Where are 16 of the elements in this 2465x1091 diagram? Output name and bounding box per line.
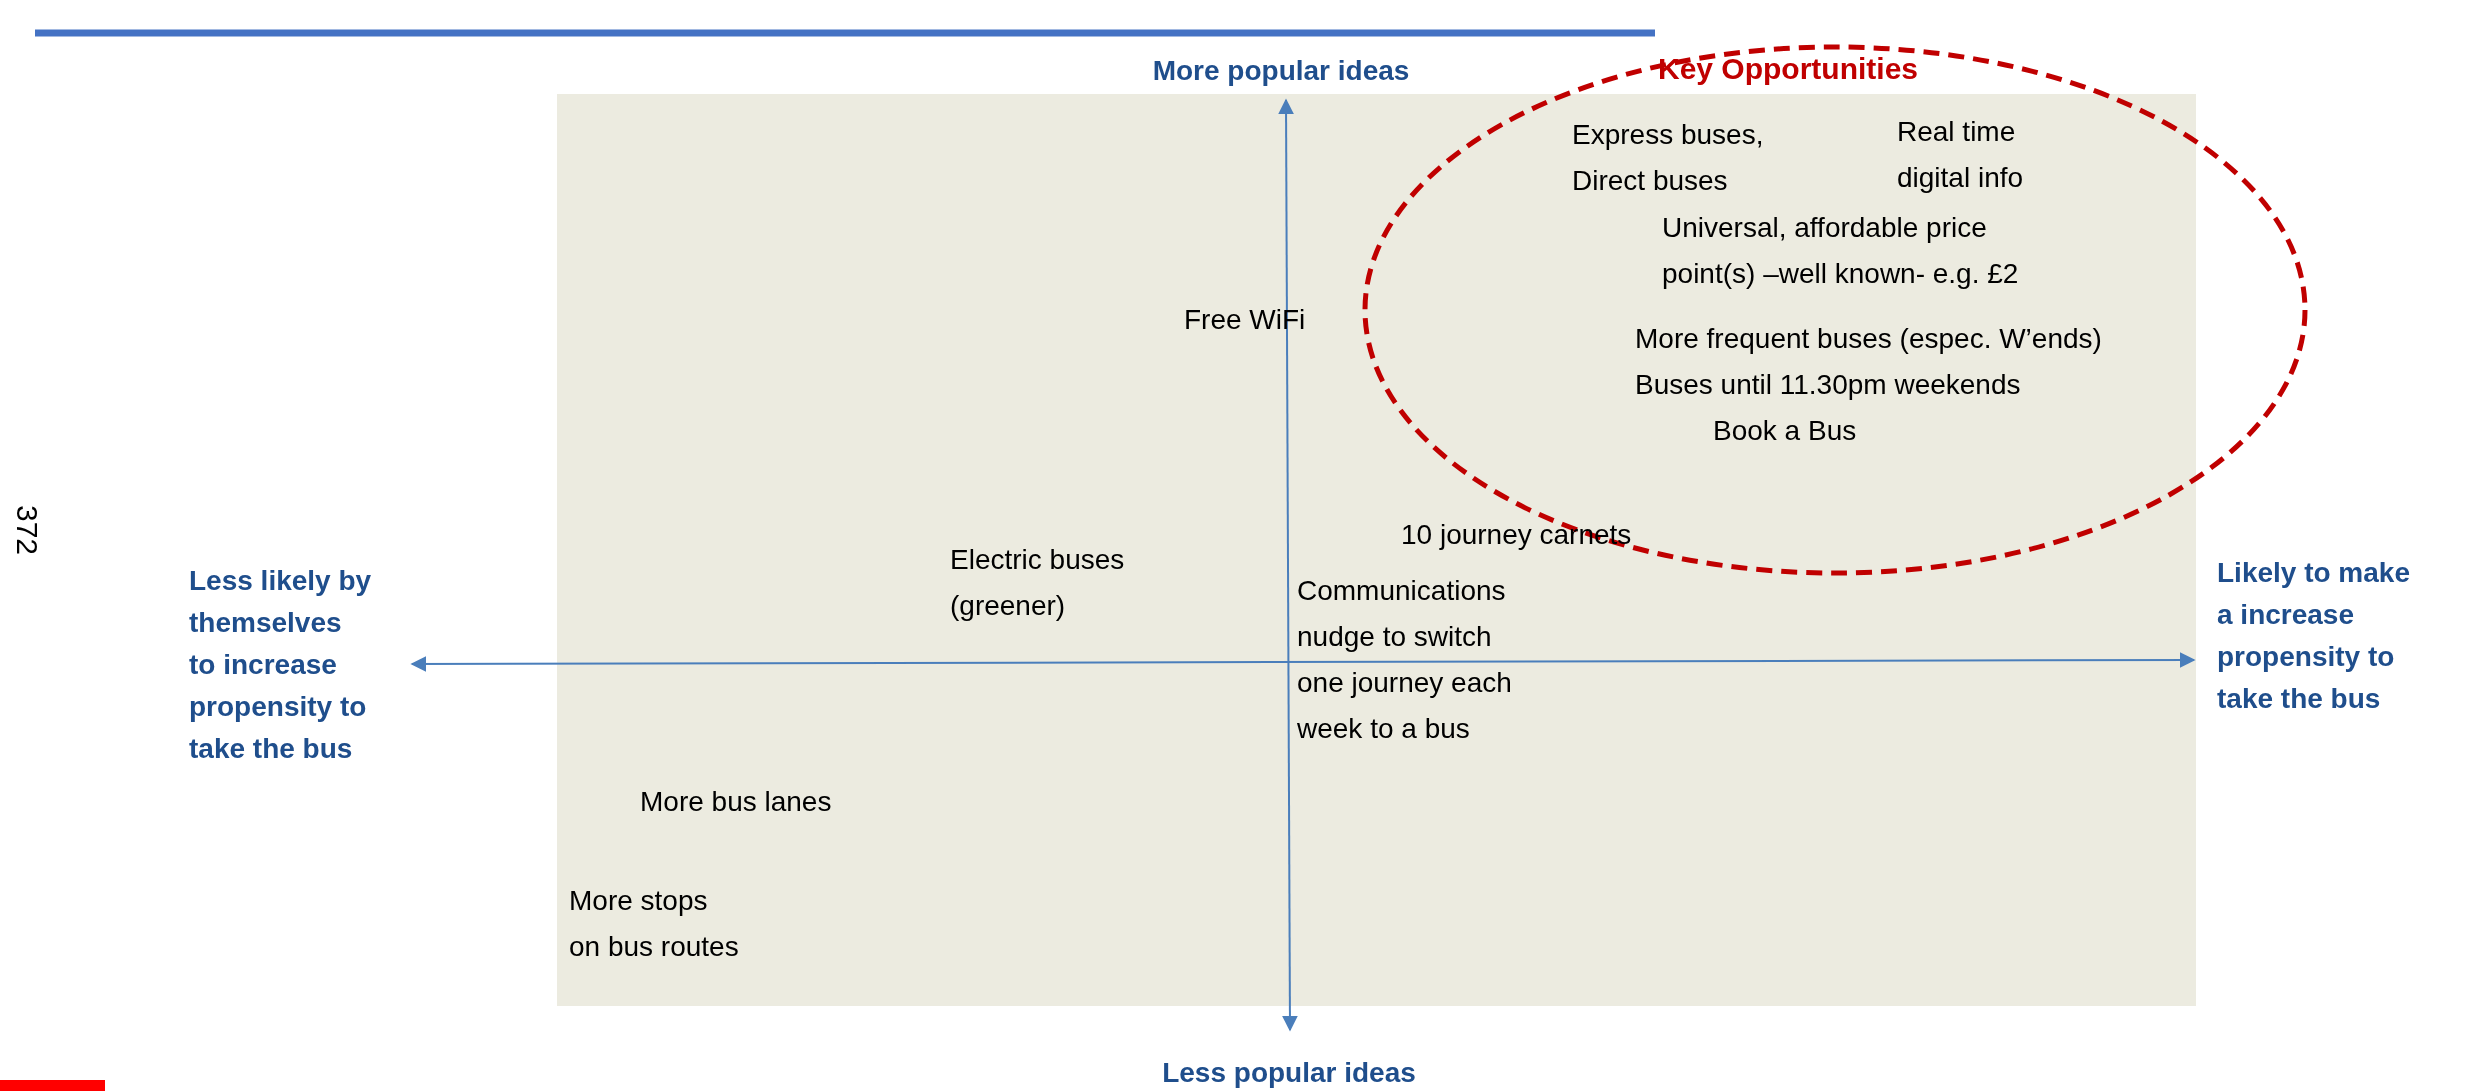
axis-label: More popular ideas: [1152, 54, 1410, 88]
idea-text: More bus lanes: [640, 785, 832, 819]
axis-label: Less likely by themselves to increase propensity to take the bus: [189, 564, 373, 766]
idea-text: Buses until 11.30pm weekends: [1635, 368, 2021, 402]
idea-text: Universal, affordable price point(s) –well known- e.g. £2: [1662, 211, 2020, 291]
axis-label: Less popular ideas: [1162, 1056, 1416, 1090]
axis-label: Likely to make a increase propensity to take the bus: [2217, 556, 2411, 716]
idea-text: Communications nudge to switch one journey each week to a bus: [1297, 574, 1513, 746]
idea-text: Real time digital info: [1897, 115, 2025, 195]
idea-text: Express buses, Direct buses: [1572, 118, 1765, 198]
ellipse-heading: Key Opportunities: [1658, 52, 1919, 86]
idea-text: Book a Bus: [1713, 414, 1857, 448]
idea-text: More stops on bus routes: [569, 884, 740, 964]
page-number: 372: [10, 505, 45, 556]
idea-text: Electric buses (greener): [950, 543, 1126, 623]
idea-text: More frequent buses (espec. W’ends): [1635, 322, 2102, 356]
